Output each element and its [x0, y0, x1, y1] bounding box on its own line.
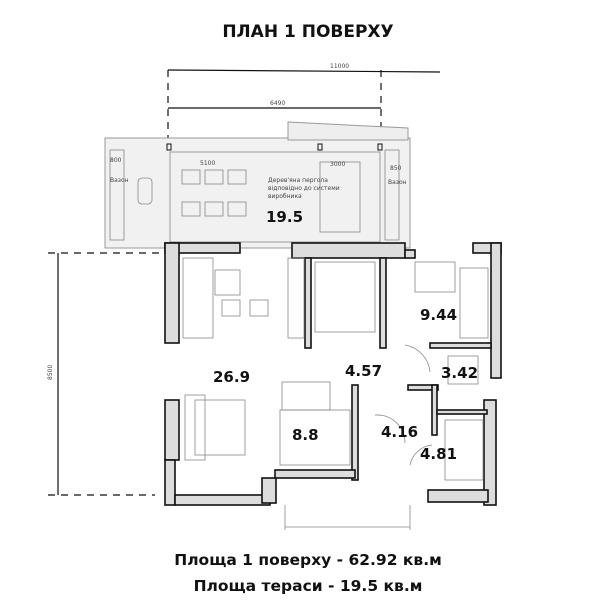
plan-title: ПЛАН 1 ПОВЕРХУ [222, 22, 394, 42]
dim-side-left: 800 [110, 157, 122, 164]
room-area-bedroom: 9.44 [420, 306, 457, 324]
dim-terrace-right: 3000 [330, 161, 345, 168]
terrace [104, 121, 411, 249]
room-area-boiler: 4.81 [420, 445, 457, 463]
room-area-hall: 4.57 [345, 362, 382, 380]
side-label-left: Вазон [110, 177, 129, 184]
dim-terrace-width: 6490 [270, 100, 285, 107]
dim-height: 8500 [47, 365, 54, 380]
room-area-bathroom: 3.42 [441, 364, 478, 382]
floor-area-text: Площа 1 поверху - 62.92 кв.м [174, 551, 442, 569]
terrace-note-1: Дерев'яна пергола [268, 177, 328, 184]
furniture [182, 257, 489, 530]
dim-overall-width: 11000 [330, 63, 349, 70]
room-area-corridor: 4.16 [381, 423, 418, 441]
dim-terrace-inner: 5100 [200, 160, 215, 167]
room-area-kitchen: 8.8 [292, 426, 319, 444]
terrace-area-text: Площа тераси - 19.5 кв.м [193, 577, 423, 595]
dim-side-right: 850 [390, 165, 402, 172]
room-area-living: 26.9 [213, 368, 250, 386]
terrace-note-2: відповідно до системи [268, 185, 340, 192]
walls [164, 242, 502, 506]
side-label-right: Вазон [388, 179, 407, 186]
room-area-terrace: 19.5 [266, 208, 303, 226]
terrace-note-3: виробника [268, 193, 302, 200]
